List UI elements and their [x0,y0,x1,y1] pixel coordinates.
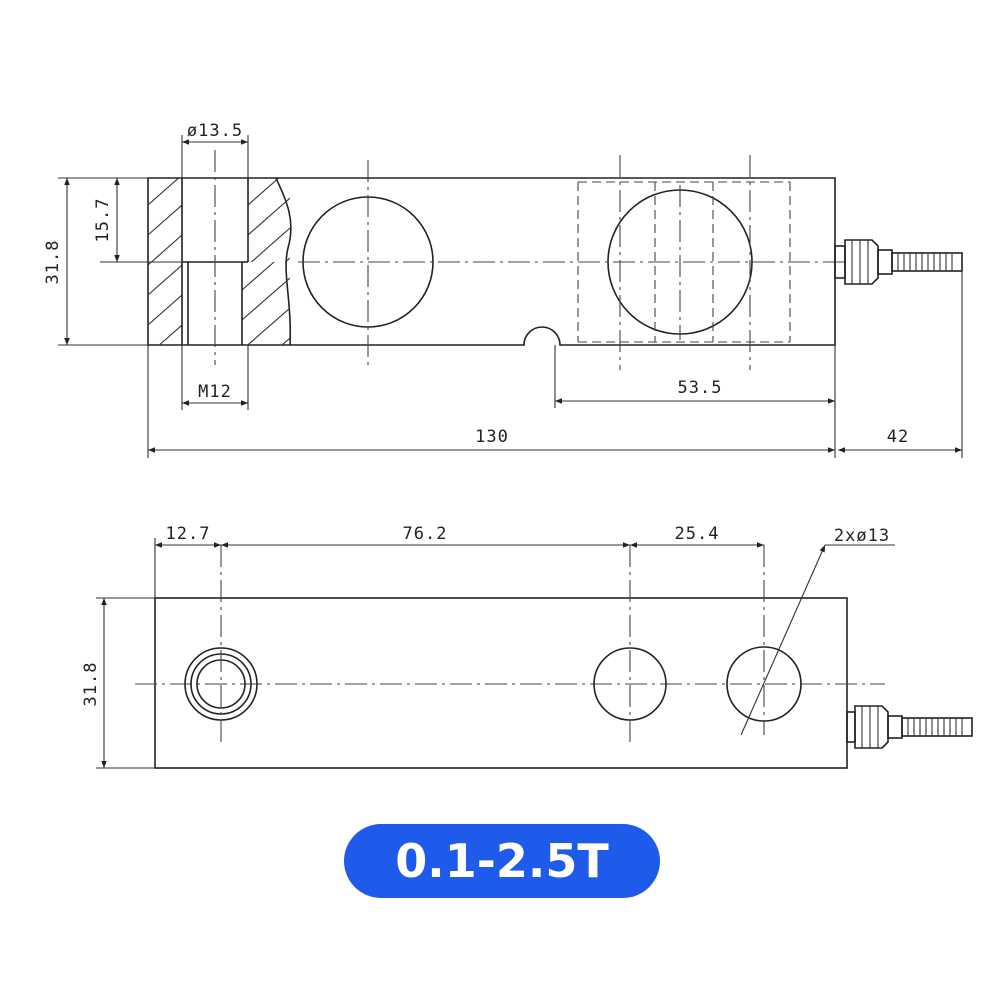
dim-cable-label: 42 [887,427,909,447]
plan-hole-1 [593,545,667,745]
section-break-line [275,177,292,346]
dim-counterbore-depth: 15.7 [93,177,182,263]
section-hatching [148,178,290,345]
dim-hole-pitch: 25.4 [630,524,764,548]
dim-hole-diameter-label: ø13.5 [187,121,243,141]
capacity-badge-label: 0.1-2.5T [395,834,609,888]
dim-hole-pitch-label: 25.4 [675,524,720,544]
cable-connector-icon [834,239,963,285]
dim-hole-spacing: 53.5 [554,345,836,408]
dim-counterbore-depth-label: 15.7 [93,198,113,243]
dim-height-plan-label: 31.8 [81,662,101,707]
dim-height-side-label: 31.8 [43,240,63,285]
plan-view: 2xø13 12.7 [81,524,973,769]
dim-length: 130 [147,345,836,458]
dim-height-plan: 31.8 [81,597,155,769]
dim-hole-spacing-label: 53.5 [678,378,723,398]
dim-thread-label: M12 [198,382,232,402]
dim-end-offset: 12.7 [154,524,221,598]
dim-end-offset-label: 12.7 [166,524,211,544]
dim-length-label: 130 [475,427,509,447]
threaded-hole [184,545,258,745]
dim-holes-label: 2xø13 [834,526,890,546]
plan-cable-connector-icon [846,705,973,749]
beam-body-outline [147,177,836,346]
dim-center-spacing: 76.2 [221,524,630,548]
mount-hole-circle [302,160,434,370]
dim-height-side: 31.8 [43,177,148,346]
capacity-badge: 0.1-2.5T [344,824,660,898]
dim-holes-leader: 2xø13 [740,526,895,736]
dim-thread: M12 [181,345,249,410]
side-view: ø13.5 15.7 31.8 M12 53.5 [43,121,963,458]
plan-hole-2 [726,545,802,735]
counterbore-hole [181,150,249,365]
dim-center-spacing-label: 76.2 [403,524,448,544]
dim-hole-diameter: ø13.5 [181,121,249,178]
dim-cable: 42 [838,271,963,458]
plan-body-outline [154,597,848,769]
